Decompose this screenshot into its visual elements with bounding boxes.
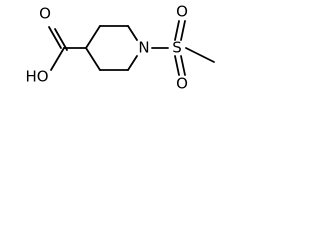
ring-bond-3 xyxy=(127,25,138,41)
sulfonyl-bottom-oxygen-label: O xyxy=(176,75,188,93)
carbonyl-double-bond-b xyxy=(54,28,68,51)
sulfonyl-bottom-double-bond-a xyxy=(174,55,180,76)
sulfonyl-bottom-double-bond-b xyxy=(180,55,186,76)
nitrogen-label: N xyxy=(138,39,149,57)
carbonyl-double-bond-a xyxy=(48,26,62,49)
chemical-structure: HO O N S O O xyxy=(25,3,215,93)
ring-bond-6 xyxy=(85,47,101,71)
ring-bond-1 xyxy=(85,25,101,49)
sulfonyl-top-oxygen-label: O xyxy=(176,3,188,21)
hydroxyl-bond xyxy=(50,47,65,71)
carbonyl-oxygen-label: O xyxy=(39,5,51,23)
sulfur-methyl-bond xyxy=(185,47,215,63)
hydroxyl-label: HO xyxy=(25,68,48,86)
sulfonyl-top-double-bond-a xyxy=(174,20,180,41)
sulfur-label: S xyxy=(172,39,182,57)
sulfonyl-top-double-bond-b xyxy=(180,20,186,41)
ring-bond-4 xyxy=(127,55,138,71)
